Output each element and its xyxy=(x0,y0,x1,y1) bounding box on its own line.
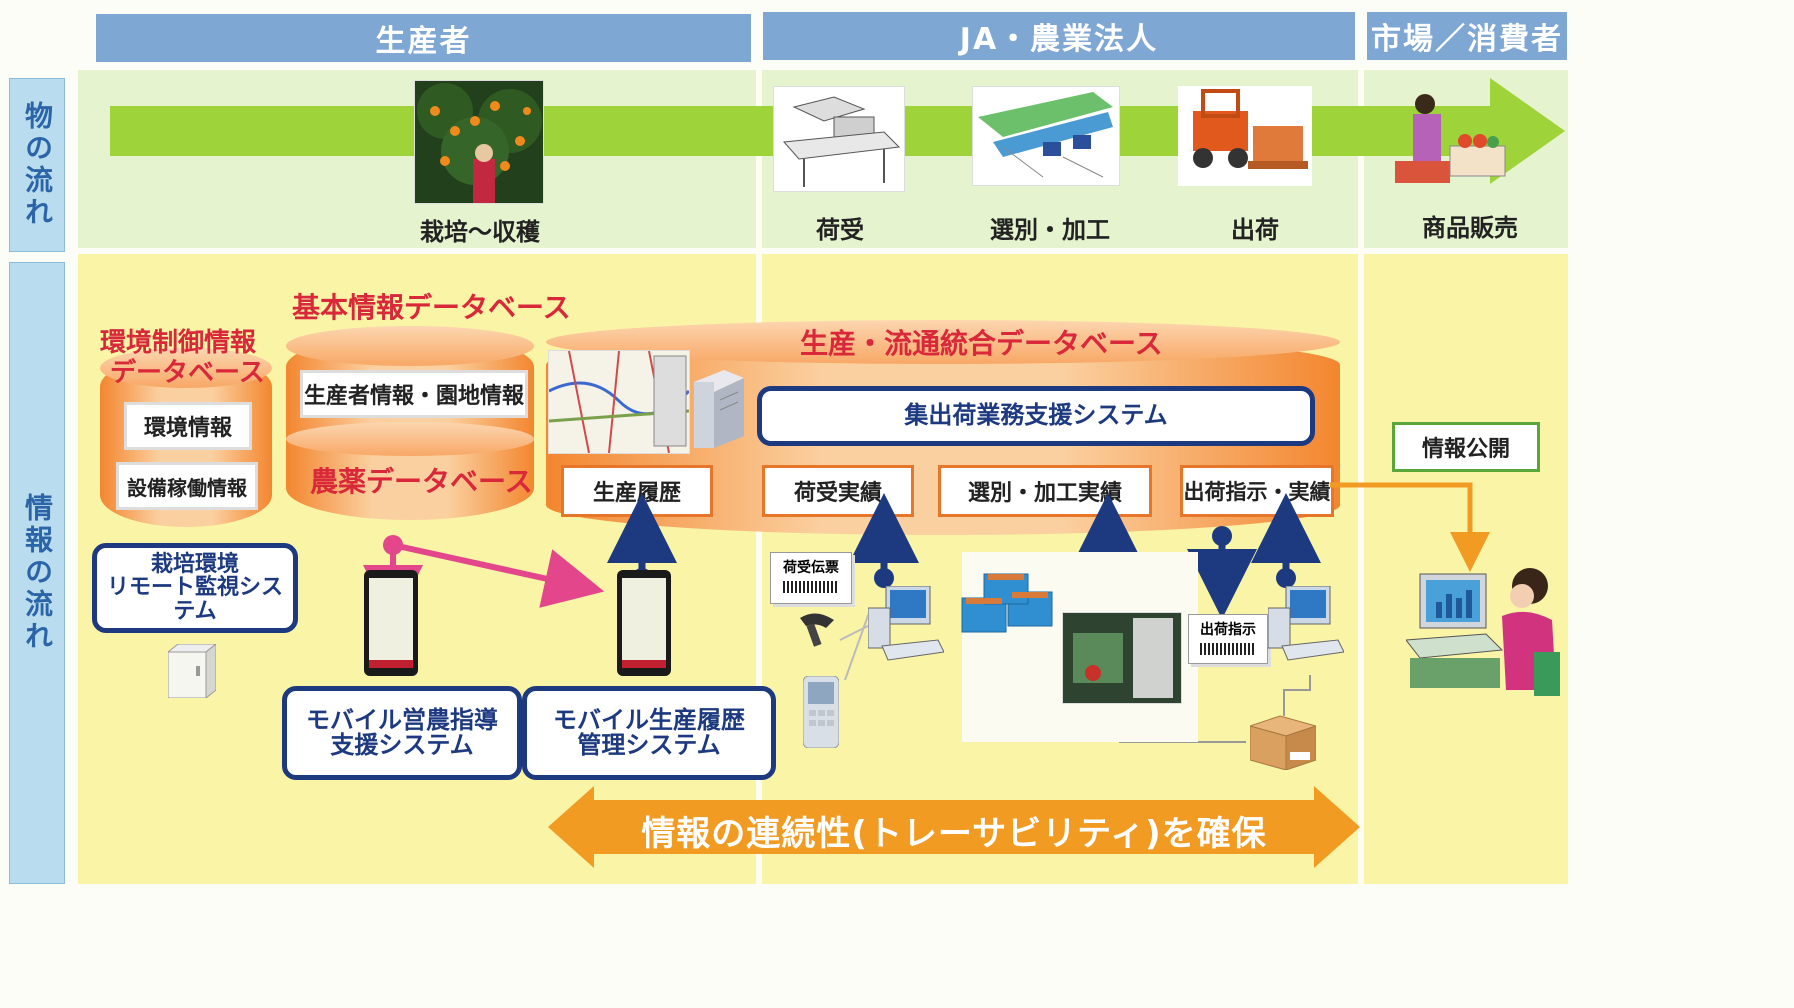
basic-db-mid xyxy=(286,422,534,456)
sorting-machine-photo xyxy=(1062,612,1182,704)
header-market: 市場／消費者 xyxy=(1367,12,1567,60)
env-info-box: 環境情報 xyxy=(124,402,252,450)
stage-shipping: 出荷 xyxy=(1231,216,1279,244)
header-producer: 生産者 xyxy=(96,14,751,62)
sorting-line-photo xyxy=(972,86,1120,186)
pc-icon xyxy=(867,585,945,668)
shopper-photo xyxy=(1395,86,1507,190)
stage-sorting: 選別・加工 xyxy=(990,216,1110,244)
info-publish-box: 情報公開 xyxy=(1392,422,1540,472)
barcode-icon xyxy=(1200,643,1256,655)
equip-info-box: 設備稼働情報 xyxy=(116,462,258,510)
shipping-support-system: 集出荷業務支援システム xyxy=(757,386,1315,446)
divider xyxy=(1358,70,1364,885)
mobile-guidance-line-1: モバイル営農指導 xyxy=(306,705,498,734)
orange-tree-photo xyxy=(414,80,544,204)
barcode-icon xyxy=(783,581,839,593)
stage-cultivation: 栽培～収穫 xyxy=(420,218,540,246)
receiving-results-box: 荷受実績 xyxy=(762,465,914,517)
mobile-history-system: モバイル生産履歴 管理システム xyxy=(522,686,776,780)
cardboard-box-icon xyxy=(1248,712,1318,771)
mobile-history-line-2: 管理システム xyxy=(577,731,721,759)
crates-icon xyxy=(958,568,1062,642)
remote-monitoring-system: 栽培環境 リモート監視システム xyxy=(92,543,298,633)
barcode-scanner-icon xyxy=(796,608,840,648)
receiving-slip: 荷受伝票 xyxy=(770,552,852,604)
receiving-slip-label: 荷受伝票 xyxy=(783,560,839,576)
integrated-db-title: 生産・流通統合データベース xyxy=(800,327,1163,360)
mobile-phone-icon xyxy=(364,570,418,676)
map-screen-icon xyxy=(548,350,690,454)
pc-icon xyxy=(1267,585,1345,668)
stage-receiving: 荷受 xyxy=(816,216,864,244)
env-db-title-2: データベース xyxy=(110,358,265,388)
traceability-arrow xyxy=(548,786,1360,868)
stage-sales: 商品販売 xyxy=(1422,214,1518,242)
mobile-guidance-system: モバイル営農指導 支援システム xyxy=(282,686,522,780)
basic-db-top xyxy=(286,326,534,366)
traceability-label: 情報の連続性(トレーサビリティ)を確保 xyxy=(641,814,1267,854)
env-db-title: 環境制御情報 xyxy=(100,328,257,358)
mobile-guidance-line-2: 支援システム xyxy=(330,731,474,759)
pesticide-db-label: 農薬データベース xyxy=(310,465,533,498)
server-icon xyxy=(694,370,744,448)
forklift-photo xyxy=(1178,86,1312,186)
receiving-machine-photo xyxy=(773,86,905,192)
shipping-order-slip: 出荷指示 xyxy=(1188,614,1268,664)
basic-db-title: 基本情報データベース xyxy=(292,291,571,324)
cabinet-icon xyxy=(166,642,218,700)
remote-line-1: 栽培環境 xyxy=(150,552,239,578)
remote-line-2: リモート監視システム xyxy=(106,575,283,624)
consumer-at-pc-icon xyxy=(1405,560,1560,700)
env-db-top xyxy=(100,348,272,388)
mobile-phone-icon xyxy=(617,570,671,676)
side-goods-flow: 物の流れ xyxy=(9,78,65,252)
producer-info-box: 生産者情報・園地情報 xyxy=(300,370,528,418)
side-info-flow: 情報の流れ xyxy=(9,262,65,884)
handheld-terminal-icon xyxy=(802,675,840,749)
shipping-order-label: 出荷指示 xyxy=(1200,622,1256,638)
mobile-history-line-1: モバイル生産履歴 xyxy=(553,705,745,734)
header-ja: JA・農業法人 xyxy=(763,12,1355,60)
